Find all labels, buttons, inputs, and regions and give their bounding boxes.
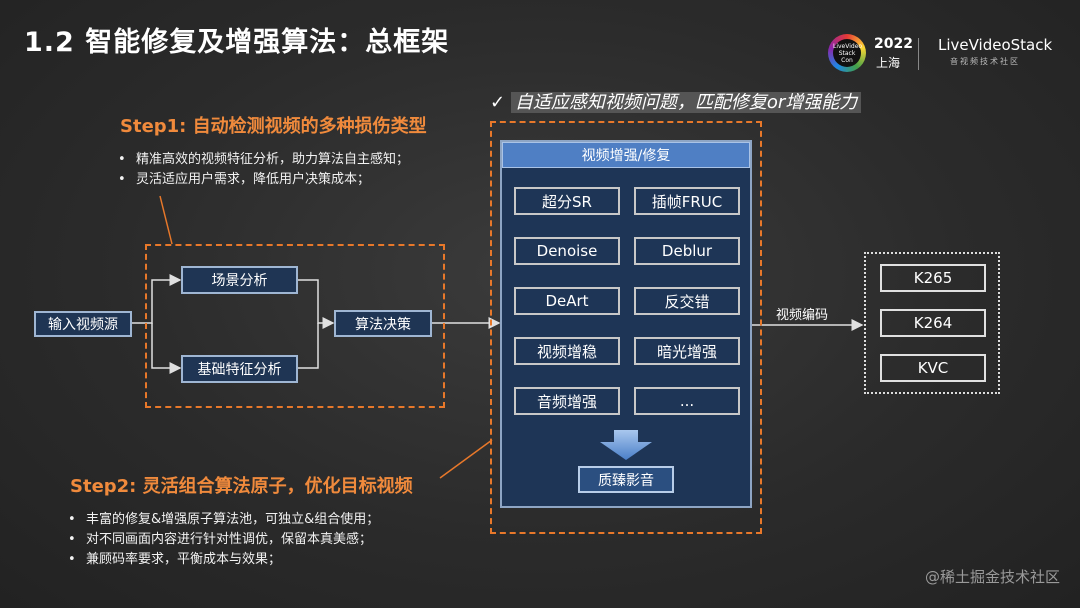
- codec-k265: K265: [880, 264, 986, 292]
- codec-kvc: KVC: [880, 354, 986, 382]
- op-more: ...: [634, 387, 740, 415]
- op-stabilization: 视频增稳: [514, 337, 620, 365]
- watermark: @稀土掘金技术社区: [924, 568, 1060, 586]
- step1-title: Step1: 自动检测视频的多种损伤类型: [120, 116, 427, 137]
- op-frame-interpolation: 插帧FRUC: [634, 187, 740, 215]
- op-deblur: Deblur: [634, 237, 740, 265]
- input-video-node: 输入视频源: [34, 311, 132, 337]
- step2-bullet: 丰富的修复&增强原子算法池，可独立&组合使用；: [62, 510, 379, 530]
- logo-tagline: 音视频技术社区: [950, 57, 1020, 66]
- enhancement-panel-title: 视频增强/修复: [502, 142, 750, 168]
- codec-region: [864, 252, 1000, 394]
- logo-divider: [918, 38, 919, 70]
- logo-badge: LiveVideo Stack Con: [833, 39, 862, 67]
- feature-analysis-node: 基础特征分析: [181, 355, 298, 383]
- algorithm-decision-node: 算法决策: [334, 310, 432, 337]
- callout-step1: [159, 195, 173, 245]
- op-deinterlace: 反交错: [634, 287, 740, 315]
- step2-bullets: 丰富的修复&增强原子算法池，可独立&组合使用； 对不同画面内容进行针对性调优，保…: [62, 510, 379, 570]
- analysis-region: [145, 244, 445, 408]
- encode-label: 视频编码: [776, 308, 829, 323]
- callout-step2: [439, 439, 493, 479]
- op-deart: DeArt: [514, 287, 620, 315]
- quality-output-node: 质臻影音: [578, 466, 674, 493]
- arrow-scene-to-decision: [298, 279, 335, 329]
- arrow-to-feature: [151, 323, 182, 374]
- step2-title: Step2: 灵活组合算法原子，优化目标视频: [70, 476, 413, 497]
- step1-bullet: 精准高效的视频特征分析，助力算法自主感知；: [112, 150, 409, 170]
- step2-bullet: 对不同画面内容进行针对性调优，保留本真美感；: [62, 530, 379, 550]
- logo-brand: LiveVideoStack: [938, 36, 1053, 54]
- conference-logo-icon: LiveVideo Stack Con: [828, 34, 866, 72]
- slide-title: 1.2 智能修复及增强算法：总框架: [24, 27, 450, 58]
- check-icon: ✓: [490, 92, 506, 113]
- op-audio-enhance: 音频增强: [514, 387, 620, 415]
- op-lowlight: 暗光增强: [634, 337, 740, 365]
- codec-k264: K264: [880, 309, 986, 337]
- op-denoise: Denoise: [514, 237, 620, 265]
- arrow-to-scene: [132, 274, 182, 324]
- logo-city: 上海: [876, 56, 901, 70]
- arrow-feature-to-decision: [298, 323, 319, 369]
- step1-bullet: 灵活适应用户需求，降低用户决策成本；: [112, 170, 409, 190]
- headline: ✓ 自适应感知视频问题，匹配修复or增强能力: [490, 88, 862, 114]
- step2-bullet: 兼顾码率要求，平衡成本与效果；: [62, 550, 379, 570]
- enhancement-region: [490, 121, 762, 534]
- op-super-resolution: 超分SR: [514, 187, 620, 215]
- logo-year: 2022: [874, 36, 913, 52]
- step1-bullets: 精准高效的视频特征分析，助力算法自主感知； 灵活适应用户需求，降低用户决策成本；: [112, 150, 409, 190]
- down-arrow-icon: [600, 430, 652, 460]
- scene-analysis-node: 场景分析: [181, 266, 298, 294]
- headline-text: 自适应感知视频问题，匹配修复or增强能力: [510, 92, 862, 113]
